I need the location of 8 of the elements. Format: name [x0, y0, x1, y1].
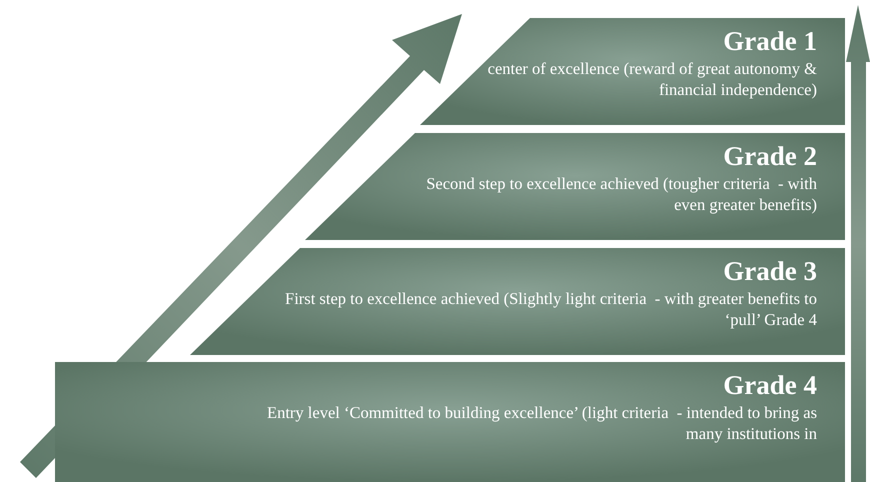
grade-heading: Grade 2 [723, 141, 817, 171]
grade-heading: Grade 3 [723, 256, 817, 286]
grade-heading: Grade 1 [723, 26, 817, 56]
grade-heading: Grade 4 [723, 370, 817, 400]
grade-description: First step to excellence achieved (Slightly light criteria - with greater benefits to ‘pull’ Grade 4 [284, 288, 817, 330]
grade-description: Entry level ‘Committed to building excellence’ (light criteria - intended to bring as many institutions in [266, 402, 817, 444]
grade-description: center of excellence (reward of great autonomy & financial independence) [487, 58, 817, 100]
grade-description: Second step to excellence achieved (tougher criteria - with even greater benefits) [425, 173, 817, 215]
